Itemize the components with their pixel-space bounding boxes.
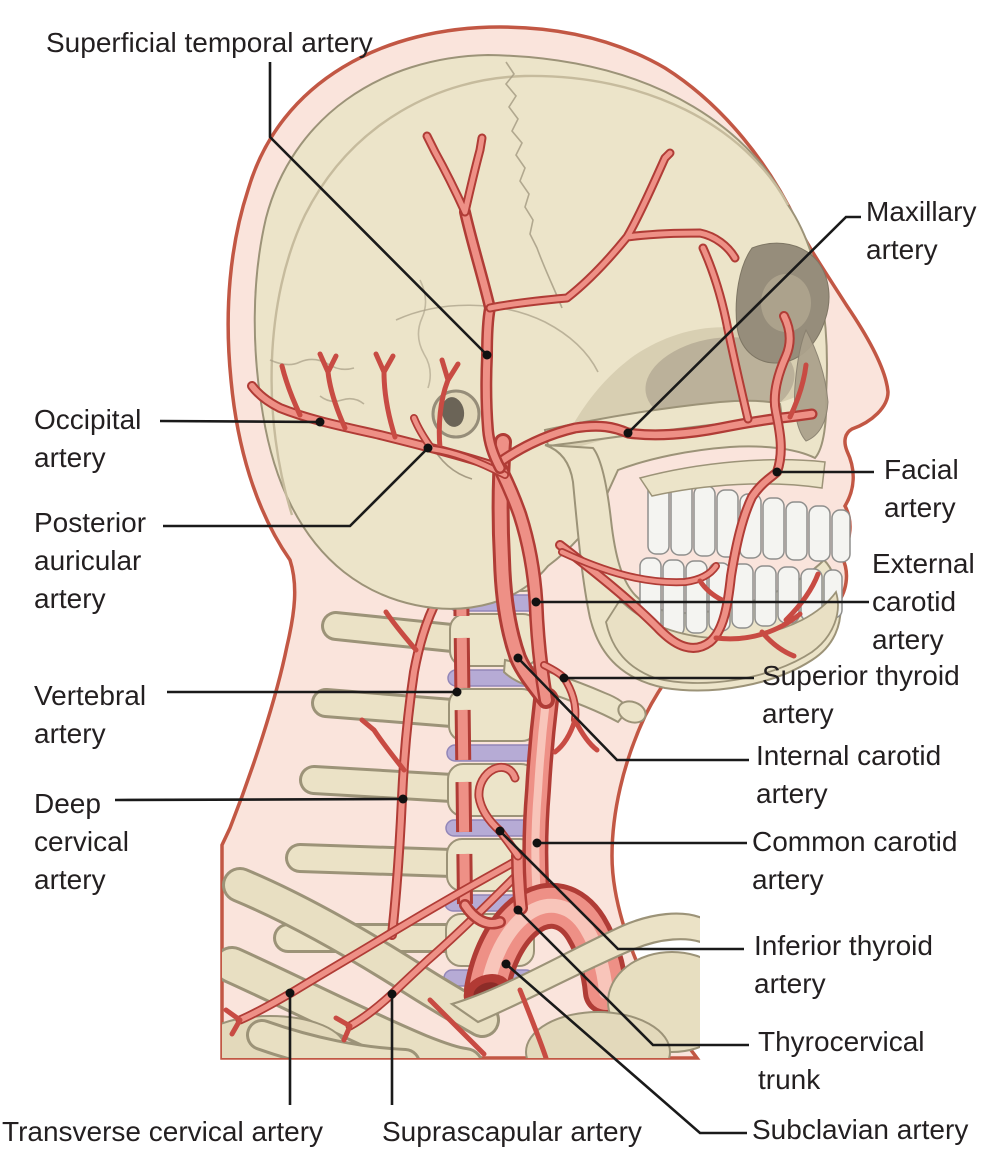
label-internal-carotid-artery: Internal carotid artery bbox=[756, 740, 942, 809]
label-occipital-artery: Occipital artery bbox=[34, 404, 142, 473]
label-superior-thyroid-artery: Superior thyroid artery bbox=[762, 660, 960, 729]
deep-cervical-artery-vessel bbox=[359, 598, 438, 935]
label-vertebral-artery: Vertebral artery bbox=[34, 680, 147, 749]
label-deep-cervical-artery: Deep cervical artery bbox=[34, 788, 129, 895]
label-facial-artery: Facial artery bbox=[884, 454, 959, 523]
label-suprascapular-artery: Suprascapular artery bbox=[382, 1116, 642, 1147]
label-thyrocervical-trunk: Thyrocervical trunk bbox=[758, 1026, 925, 1095]
facial-artery-vessel bbox=[560, 316, 821, 659]
label-common-carotid-artery: Common carotid artery bbox=[752, 826, 958, 895]
label-transverse-cervical-artery: Transverse cervical artery bbox=[2, 1116, 324, 1147]
ear-canal bbox=[431, 389, 481, 439]
leader-lines bbox=[114, 62, 874, 1135]
suprascapular-artery-vessel bbox=[333, 872, 549, 1058]
common-carotid-artery-vessel bbox=[535, 700, 546, 910]
occipital-artery-vessel bbox=[252, 351, 500, 468]
label-posterior-auricular-artery: Posterior auricular artery bbox=[34, 507, 147, 614]
label-superficial-temporal-artery: Superficial temporal artery bbox=[46, 27, 373, 58]
label-maxillary-artery: Maxillary artery bbox=[866, 196, 977, 265]
label-subclavian-artery: Subclavian artery bbox=[752, 1114, 969, 1145]
label-inferior-thyroid-artery: Inferior thyroid artery bbox=[754, 930, 933, 999]
transverse-cervical-artery-vessel bbox=[223, 860, 518, 1037]
thyrocervical-trunk-vessel bbox=[518, 856, 521, 908]
superior-thyroid-artery-vessel bbox=[544, 665, 600, 755]
label-external-carotid-artery: External carotid artery bbox=[872, 548, 975, 655]
maxillary-artery-vessel bbox=[500, 248, 812, 462]
